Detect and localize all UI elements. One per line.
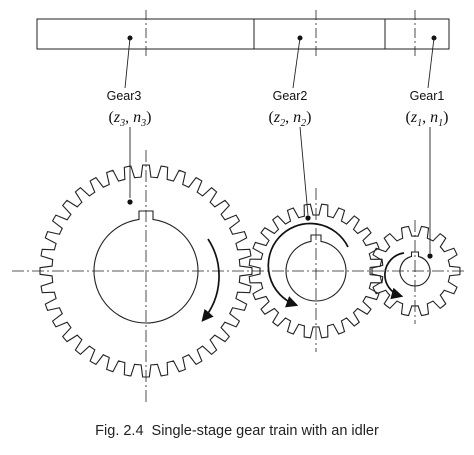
- top-view: [36, 18, 450, 50]
- gear2-leader-lower: [299, 126, 309, 216]
- gear2-bore: [285, 234, 347, 302]
- gear3-label: Gear3: [107, 89, 142, 103]
- gear2-leader-upper: [292, 37, 301, 89]
- top-view-bar: [36, 18, 450, 50]
- gear2-label-group: Gear2 (z2, n2): [269, 89, 312, 129]
- gear3-label-group: Gear3 (z3, n3): [107, 89, 152, 129]
- gear3-leader-upper: [124, 37, 131, 89]
- gear1-dot: [427, 253, 433, 259]
- gear1-rotation-arrow: [384, 252, 405, 300]
- gear1-label: Gear1: [410, 89, 445, 103]
- gear1-bore: [399, 251, 431, 287]
- gear3-bore: [93, 210, 199, 324]
- top-view-markers: [127, 35, 437, 41]
- gear3-outline: [39, 164, 253, 378]
- gear3-dot: [127, 199, 133, 205]
- gear2-dot: [305, 215, 311, 221]
- top-view-centerlines: [145, 10, 416, 58]
- gear2-params: (z2, n2): [269, 109, 312, 129]
- gear1-label-group: Gear1 (z1, n1): [406, 89, 449, 129]
- gear3-rotation-arrow: [201, 238, 220, 322]
- gear3-params: (z3, n3): [109, 109, 152, 129]
- gear2-rotation-arrow: [267, 222, 349, 308]
- gear1-params: (z1, n1): [406, 109, 449, 129]
- figure-number: Fig. 2.4: [95, 423, 144, 439]
- gear-center-dots: [127, 199, 433, 259]
- figure-caption: Fig. 2.4 Single-stage gear train with an …: [0, 423, 474, 439]
- rotation-arrows: [201, 222, 405, 322]
- gear1-leader-upper: [427, 37, 435, 89]
- figure-caption-text: Single-stage gear train with an idler: [151, 423, 379, 439]
- gear2-label: Gear2: [273, 89, 308, 103]
- gear1-outline: [369, 225, 461, 317]
- leader-lines: [124, 37, 435, 253]
- gear2-outline: [248, 203, 384, 339]
